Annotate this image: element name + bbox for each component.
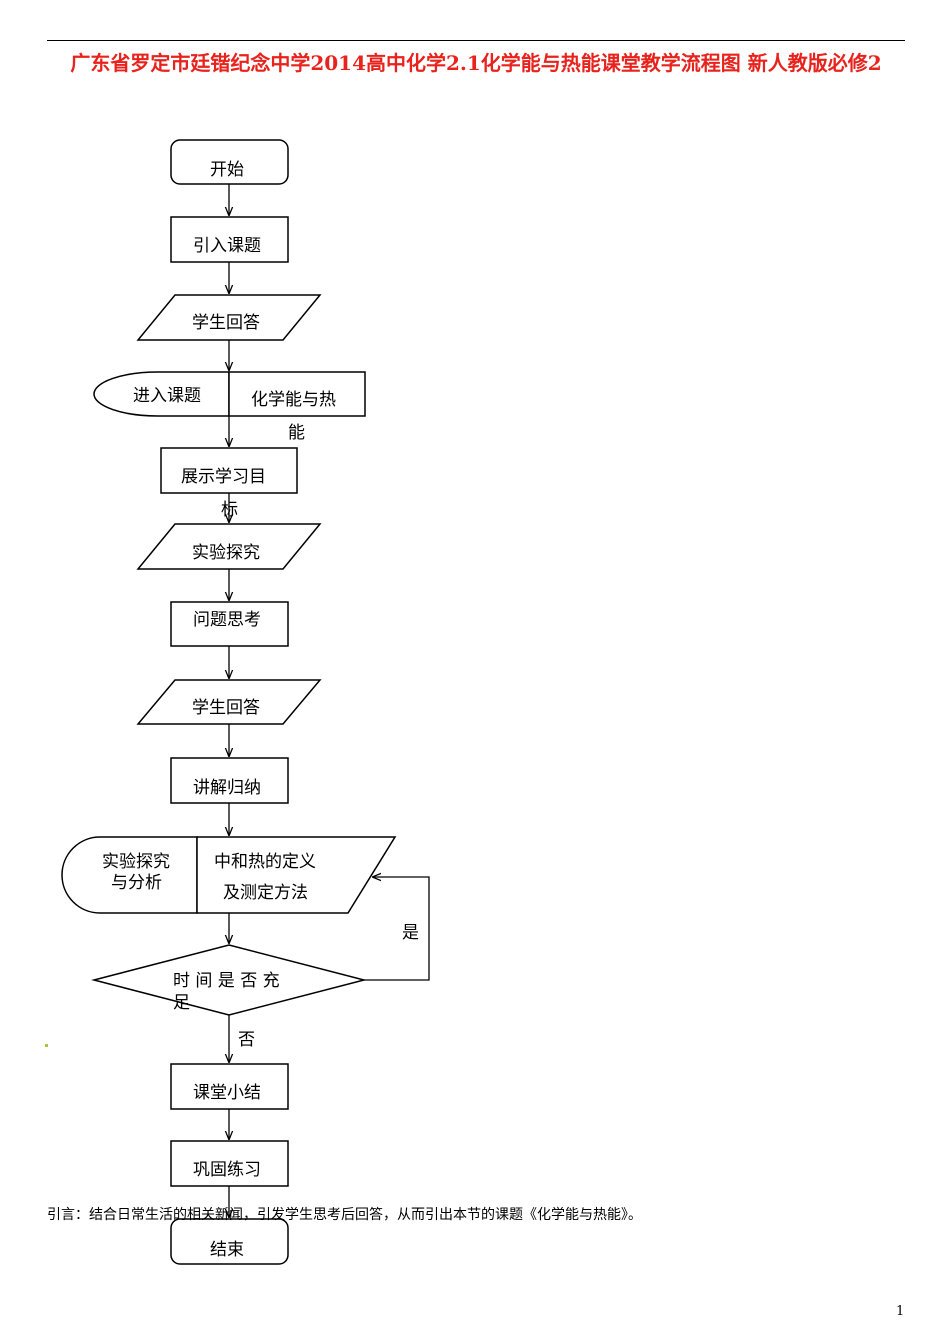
show-goals-label-line1: 展示学习目 <box>181 467 266 487</box>
no-branch-label: 否 <box>238 1030 255 1050</box>
experiment-analysis-half-oval <box>61 836 198 914</box>
start-label: 开始 <box>210 160 244 180</box>
neutralization-label-line1: 中和热的定义 <box>214 852 316 872</box>
topic-name-box <box>228 371 366 417</box>
arrow-decision-yes-loop <box>364 877 430 981</box>
yes-branch-label: 是 <box>402 923 419 943</box>
student-answer-2-parallelogram <box>136 679 322 725</box>
stray-mark <box>45 1044 48 1047</box>
end-terminal <box>170 1218 289 1265</box>
show-goals-label-line2: 标 <box>221 500 238 520</box>
decision-label-line1: 时 间 是 否 充 <box>173 971 280 991</box>
question-thinking-box <box>170 601 289 647</box>
student-answer-1-parallelogram <box>136 294 322 341</box>
neutralization-label-line2: 及测定方法 <box>223 883 308 903</box>
student-answer-1-label: 学生回答 <box>192 313 260 333</box>
end-label: 结束 <box>210 1240 244 1260</box>
experiment-inquiry-label: 实验探究 <box>192 543 260 563</box>
decision-label-line2: 足 <box>173 993 190 1013</box>
intro-caption: 引言：结合日常生活的相关新闻，引发学生思考后回答，从而引出本节的课题《化学能与热… <box>47 1207 642 1223</box>
student-answer-2-label: 学生回答 <box>192 698 260 718</box>
neutralization-parallelogram <box>196 836 397 914</box>
page-number: 1 <box>896 1304 905 1319</box>
question-thinking-label: 问题思考 <box>193 610 261 630</box>
header-rule <box>47 40 905 41</box>
topic-name-label-line1: 化学能与热 <box>251 390 336 410</box>
enter-topic-half-oval <box>93 371 230 417</box>
intro-topic-box <box>170 216 289 263</box>
experiment-analysis-label-line1: 实验探究 <box>102 852 170 872</box>
document-title: 广东省罗定市廷锴纪念中学2014高中化学2.1化学能与热能课堂教学流程图 新人教… <box>70 51 882 75</box>
class-summary-box <box>170 1063 289 1110</box>
experiment-inquiry-parallelogram <box>136 523 322 570</box>
topic-name-label-line2: 能 <box>288 423 305 443</box>
intro-topic-label: 引入课题 <box>193 236 261 256</box>
explain-summarize-label: 讲解归纳 <box>193 778 261 798</box>
experiment-analysis-label-line2: 与分析 <box>111 873 162 893</box>
class-summary-label: 课堂小结 <box>193 1083 261 1103</box>
enter-topic-label: 进入课题 <box>133 386 201 406</box>
consolidate-label: 巩固练习 <box>193 1160 261 1180</box>
explain-summarize-box <box>170 757 289 804</box>
consolidate-box <box>170 1140 289 1187</box>
